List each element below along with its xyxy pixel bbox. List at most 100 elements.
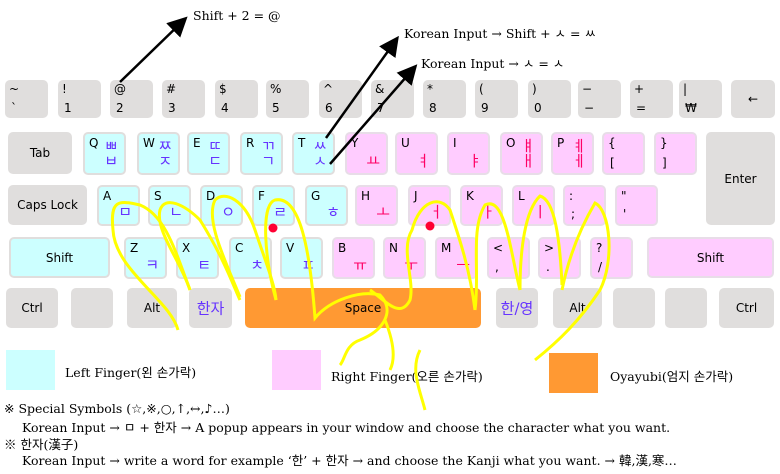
key-base-label: 5	[272, 101, 280, 115]
key-7[interactable]: &7	[371, 80, 414, 118]
key-rbracket[interactable]: }]	[654, 132, 697, 175]
legend-right-swatch	[272, 350, 321, 390]
key-base-label: [	[610, 156, 615, 170]
key-hangul-label: 한자	[196, 299, 225, 318]
key-base-label: ]	[662, 156, 667, 170]
key-hanja[interactable]: 한자	[189, 288, 232, 328]
key-hangul-label: ㅎ	[326, 203, 340, 221]
key-han-yeong[interactable]: 한/영	[496, 288, 538, 328]
key-right-alt[interactable]: Alt	[553, 288, 602, 328]
key-left-alt[interactable]: Alt	[127, 288, 177, 328]
key-hangul-label: ㅔ	[572, 152, 586, 170]
key-hangul-label: ㄱ	[261, 152, 275, 170]
key-left-ctrl[interactable]: Ctrl	[6, 288, 58, 328]
note-special-title: ※ Special Symbols (☆,※,○,↑,↔,♪…)	[4, 401, 230, 416]
key-base-label: 1	[64, 101, 72, 115]
key-menu[interactable]	[665, 288, 707, 328]
key-2[interactable]: @2	[110, 80, 153, 118]
key-backslash[interactable]: |₩	[679, 80, 722, 118]
key-comma[interactable]: <,	[487, 237, 530, 279]
key-shift-label: +	[634, 82, 645, 96]
key-shift-label: @	[114, 82, 126, 96]
key-tilde[interactable]: ~`	[5, 80, 48, 118]
key-tab[interactable]: Tab	[8, 132, 72, 174]
key-left-win[interactable]	[71, 288, 113, 328]
key-label: Ctrl	[735, 301, 758, 315]
key-shift-label: <	[493, 241, 504, 255]
key-hangul-label: ㅕ	[416, 152, 430, 170]
key-base-label: ,	[495, 260, 499, 274]
key-minus[interactable]: −−	[578, 80, 621, 118]
key-shift-label: W	[143, 136, 155, 150]
key-hangul-label: ㅍ	[301, 256, 315, 274]
key-backspace[interactable]: ←	[731, 80, 775, 118]
key-hangul-label: ㅈ	[158, 152, 172, 170]
key-shift-label: }	[660, 136, 668, 150]
key-shift-label: {	[608, 136, 616, 150]
key-slash[interactable]: ?/	[590, 237, 633, 279]
key-caps-lock[interactable]: Caps Lock	[8, 185, 87, 225]
key-hangul-label: ㅅ	[313, 152, 327, 170]
key-label: Shift	[696, 250, 725, 265]
key-right-shift[interactable]: Shift	[647, 237, 774, 278]
legend-left-swatch	[6, 350, 55, 390]
key-3[interactable]: #3	[162, 80, 205, 118]
annotation-shift-2: Shift + 2 = @	[193, 8, 281, 23]
arrow-shift-2	[119, 16, 188, 83]
key-equals[interactable]: +=	[630, 80, 673, 118]
key-1[interactable]: !1	[58, 80, 101, 118]
key-shift-label: G	[311, 189, 321, 203]
key-0[interactable]: )0	[528, 80, 571, 118]
key-space[interactable]: Space	[245, 288, 481, 328]
finger-path-thumb	[383, 319, 427, 411]
legend-right-label: Right Finger(오른 손가락)	[331, 369, 483, 384]
key-5[interactable]: %5	[266, 80, 309, 118]
key-lbracket[interactable]: {[	[602, 132, 645, 175]
key-hangul-label: ㅑ	[468, 152, 482, 170]
key-hangul-label: ㅛ	[366, 152, 380, 170]
key-hangul-label: ㄴ	[169, 203, 183, 221]
key-shift-label: |	[683, 82, 688, 96]
key-left-shift[interactable]: Shift	[9, 237, 110, 278]
key-right-ctrl[interactable]: Ctrl	[719, 288, 774, 328]
key-8[interactable]: *8	[423, 80, 466, 118]
key-hangul-shift-label: ㄲ	[261, 137, 275, 155]
key-period[interactable]: >.	[538, 237, 581, 279]
key-right-win[interactable]	[613, 288, 655, 328]
key-label: Shift	[45, 250, 74, 265]
key-hangul-label: ㅐ	[521, 152, 535, 170]
key-enter[interactable]: Enter	[706, 132, 775, 225]
key-quote[interactable]: "'	[615, 185, 658, 226]
key-6[interactable]: ^6	[319, 80, 362, 118]
key-9[interactable]: (9	[475, 80, 518, 118]
key-semicolon[interactable]: :;	[563, 185, 606, 226]
key-4[interactable]: $4	[215, 80, 258, 118]
key-shift-label: −	[582, 82, 593, 96]
